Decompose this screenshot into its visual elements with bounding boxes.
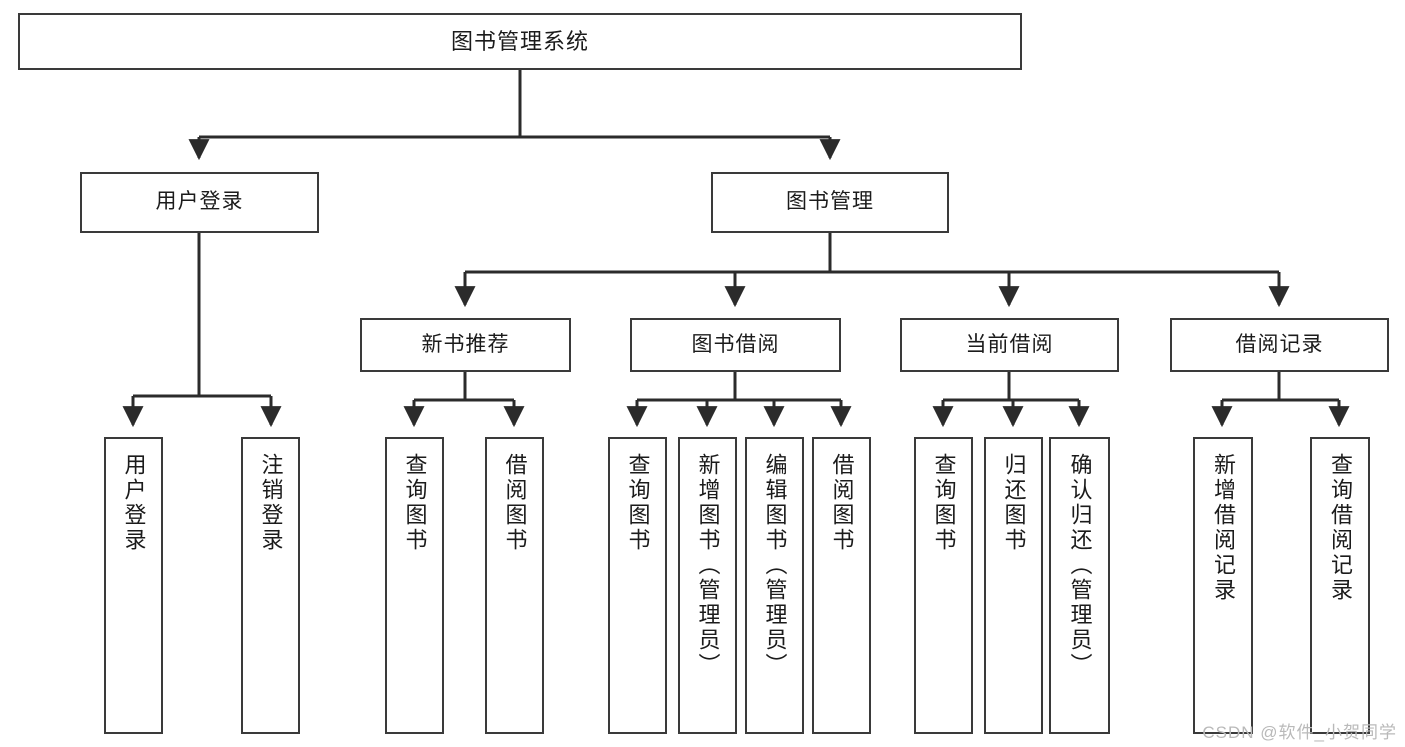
leaf-user-logout[interactable]: 注销登录: [241, 437, 300, 734]
node-label: 查询图书: [402, 453, 428, 553]
leaf-current-return-book[interactable]: 归还图书: [984, 437, 1043, 734]
node-label: 当前借阅: [965, 332, 1054, 356]
node-label: 编辑图书（管理员）: [762, 453, 788, 678]
node-label: 借阅图书: [829, 453, 855, 553]
leaf-record-add[interactable]: 新增借阅记录: [1193, 437, 1253, 734]
node-book-management[interactable]: 图书管理: [711, 172, 949, 233]
node-label: 借阅图书: [502, 453, 528, 553]
node-label: 归还图书: [1001, 453, 1027, 553]
node-label: 确认归还（管理员）: [1067, 453, 1093, 678]
node-label: 图书管理: [786, 190, 874, 214]
leaf-borrow-query-book[interactable]: 查询图书: [608, 437, 667, 734]
leaf-recommend-query-book[interactable]: 查询图书: [385, 437, 444, 734]
node-root-system[interactable]: 图书管理系统: [18, 13, 1022, 70]
node-label: 新书推荐: [421, 332, 510, 356]
node-label: 查询图书: [625, 453, 651, 553]
leaf-user-login[interactable]: 用户登录: [104, 437, 163, 734]
leaf-borrow-borrow-book[interactable]: 借阅图书: [812, 437, 871, 734]
leaf-borrow-add-book[interactable]: 新增图书（管理员）: [678, 437, 737, 734]
node-label: 查询图书: [931, 453, 957, 553]
node-label: 借阅记录: [1235, 332, 1324, 356]
node-label: 查询借阅记录: [1328, 453, 1353, 603]
leaf-current-query-book[interactable]: 查询图书: [914, 437, 973, 734]
node-user-login[interactable]: 用户登录: [80, 172, 319, 233]
leaf-record-query[interactable]: 查询借阅记录: [1310, 437, 1370, 734]
node-label: 图书借阅: [691, 332, 780, 356]
leaf-recommend-borrow-book[interactable]: 借阅图书: [485, 437, 544, 734]
node-book-borrow[interactable]: 图书借阅: [630, 318, 841, 372]
node-borrow-record[interactable]: 借阅记录: [1170, 318, 1389, 372]
leaf-borrow-edit-book[interactable]: 编辑图书（管理员）: [745, 437, 804, 734]
node-label: 注销登录: [258, 453, 284, 553]
node-new-book-recommend[interactable]: 新书推荐: [360, 318, 571, 372]
node-label: 用户登录: [121, 453, 147, 553]
node-label: 图书管理系统: [450, 28, 589, 54]
node-label: 新增图书（管理员）: [695, 453, 721, 678]
node-label: 用户登录: [155, 190, 244, 214]
node-current-borrow[interactable]: 当前借阅: [900, 318, 1119, 372]
node-label: 新增借阅记录: [1211, 453, 1236, 603]
leaf-current-confirm-return[interactable]: 确认归还（管理员）: [1049, 437, 1110, 734]
